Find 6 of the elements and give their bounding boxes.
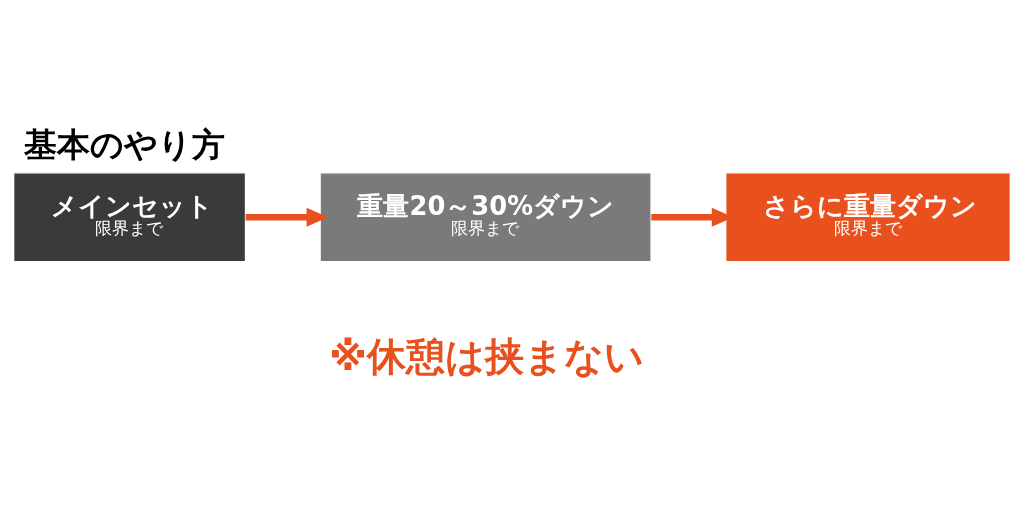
node-box: さらに重量ダウン 限界まで	[725, 171, 1011, 262]
arrow	[245, 207, 329, 227]
label: ※休憩は挟まない	[329, 333, 644, 379]
diagram-title: 基本のやり方	[24, 124, 225, 164]
node-box: メインセット 限界まで	[13, 171, 247, 262]
node-box: 重量20～30%ダウン 限界まで	[319, 171, 652, 262]
